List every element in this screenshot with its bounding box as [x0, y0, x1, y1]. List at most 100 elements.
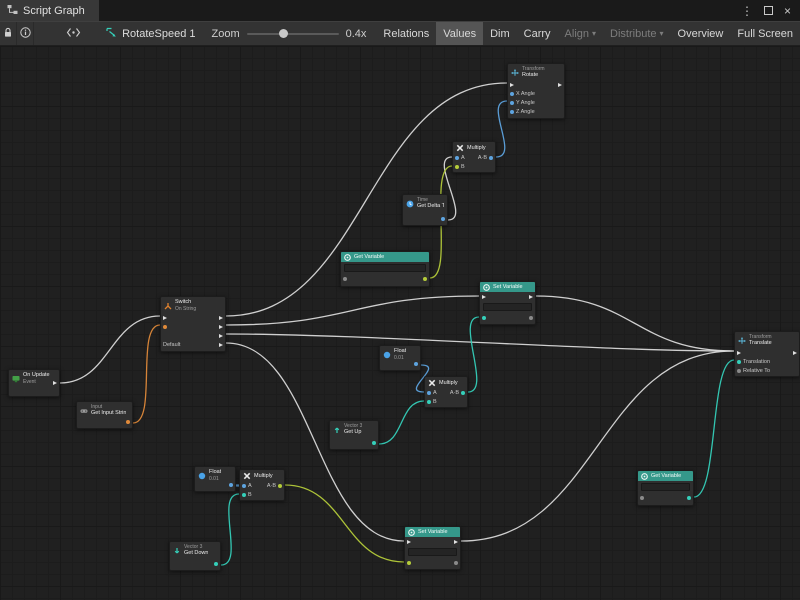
maximize-icon[interactable]	[764, 6, 773, 15]
float-1-node[interactable]: Float0.01	[379, 345, 421, 371]
flow-port[interactable]	[219, 325, 223, 329]
value-out-port[interactable]	[126, 420, 130, 424]
get-variable-2-node[interactable]: Get Variable	[637, 470, 694, 506]
value-port[interactable]	[640, 496, 644, 500]
overview-button[interactable]: Overview	[671, 22, 731, 45]
value-port[interactable]	[407, 561, 411, 565]
graph-canvas[interactable]: On UpdateEventInputGet Input Strin Switch…	[0, 46, 800, 600]
values-button[interactable]: Values	[436, 22, 483, 45]
value-port[interactable]	[423, 277, 427, 281]
wire-get-variable-2-to-translate[interactable]	[694, 360, 734, 497]
set-variable-2-node[interactable]: Set Variable	[404, 526, 461, 570]
port-group	[219, 325, 223, 329]
value-port[interactable]	[242, 484, 246, 488]
variable-name-field[interactable]	[344, 264, 426, 272]
align-button[interactable]: Align▾	[558, 22, 603, 45]
node-title: On UpdateEvent	[23, 372, 50, 385]
flow-port[interactable]	[510, 83, 514, 87]
multiply-3-node[interactable]: MultiplyAA·BB	[239, 469, 285, 501]
variable-name-field[interactable]	[641, 483, 690, 491]
window-menu-icon[interactable]: ⋮	[741, 5, 753, 17]
flow-port[interactable]	[219, 316, 223, 320]
get-up-node[interactable]: Vector 3Get Up	[329, 420, 379, 450]
flow-port[interactable]	[454, 540, 458, 544]
carry-button[interactable]: Carry	[517, 22, 558, 45]
set-variable-1-node[interactable]: Set Variable	[479, 281, 536, 325]
wire-get-up-to-multiply-2[interactable]	[379, 401, 424, 444]
get-variable-1-node[interactable]: Get Variable	[340, 251, 430, 287]
value-port[interactable]	[454, 561, 458, 565]
rotate-node[interactable]: TransformRotateX AngleY AngleZ Angle	[507, 63, 565, 119]
value-port[interactable]	[163, 325, 167, 329]
tab-script-graph[interactable]: Script Graph	[0, 0, 99, 21]
graph-reference[interactable]: RotateSpeed 1	[97, 27, 203, 41]
value-port[interactable]	[455, 156, 459, 160]
wire-multiply-1-to-rotate[interactable]	[496, 101, 507, 157]
value-port[interactable]	[737, 369, 741, 373]
node-title: InputGet Input Strin	[91, 404, 126, 417]
script-graph-icon	[7, 4, 18, 18]
variable-name-field[interactable]	[408, 548, 457, 556]
value-out-port[interactable]	[229, 483, 233, 487]
lock-button[interactable]	[0, 22, 17, 45]
wire-multiply-2-to-set-variable-1[interactable]	[468, 317, 479, 392]
value-port[interactable]	[510, 101, 514, 105]
value-port[interactable]	[427, 391, 431, 395]
close-icon[interactable]: ×	[784, 5, 791, 17]
wire-get-down-to-multiply-3[interactable]	[221, 494, 239, 565]
get-down-node[interactable]: Vector 3Get Down	[169, 541, 221, 571]
flow-port[interactable]	[793, 351, 797, 355]
flow-port[interactable]	[737, 351, 741, 355]
dim-button[interactable]: Dim	[483, 22, 517, 45]
value-port[interactable]	[737, 360, 741, 364]
flow-port[interactable]	[558, 83, 562, 87]
distribute-button[interactable]: Distribute▾	[603, 22, 670, 45]
translate-node[interactable]: TransformTranslateTranslationRelative To	[734, 331, 800, 377]
value-out-port[interactable]	[214, 562, 218, 566]
on-update-node[interactable]: On UpdateEvent	[8, 369, 60, 397]
wire-multiply-3-to-set-variable-2[interactable]	[285, 485, 404, 562]
info-button[interactable]	[17, 22, 34, 45]
graph-breadcrumb[interactable]	[58, 27, 89, 41]
switch-on-string-node[interactable]: SwitchOn StringDefault	[160, 296, 226, 352]
fullscreen-button[interactable]: Full Screen	[730, 22, 800, 45]
flow-port[interactable]	[163, 316, 167, 320]
flow-port[interactable]	[219, 334, 223, 338]
value-port[interactable]	[455, 165, 459, 169]
flow-port[interactable]	[219, 343, 223, 347]
value-port[interactable]	[278, 484, 282, 488]
zoom-slider-thumb[interactable]	[279, 29, 288, 38]
wire-input-string-to-switch[interactable]	[133, 325, 160, 423]
wire-set-variable-1-to-translate[interactable]	[536, 296, 734, 351]
multiply-2-node[interactable]: MultiplyAA·BB	[424, 376, 468, 408]
value-port[interactable]	[687, 496, 691, 500]
value-port[interactable]	[482, 316, 486, 320]
port-row: Translation	[735, 357, 799, 366]
value-port[interactable]	[510, 92, 514, 96]
multiply-1-node[interactable]: MultiplyAA·BB	[452, 141, 496, 173]
value-port[interactable]	[510, 110, 514, 114]
wire-switch-to-set-variable-1[interactable]	[226, 296, 479, 325]
value-port[interactable]	[242, 493, 246, 497]
get-input-string-node[interactable]: InputGet Input Strin	[76, 401, 133, 429]
value-out-port[interactable]	[441, 217, 445, 221]
flow-out-port[interactable]	[53, 381, 57, 385]
value-port[interactable]	[343, 277, 347, 281]
value-port[interactable]	[529, 316, 533, 320]
float-2-node[interactable]: Float0.01	[194, 466, 236, 492]
value-port[interactable]	[461, 391, 465, 395]
relations-button[interactable]: Relations	[376, 22, 436, 45]
wire-on-update-to-switch[interactable]	[60, 316, 160, 383]
value-port[interactable]	[489, 156, 493, 160]
wire-set-variable-2-to-translate[interactable]	[461, 351, 734, 541]
variable-name-field[interactable]	[483, 303, 532, 311]
flow-port[interactable]	[407, 540, 411, 544]
value-out-port[interactable]	[372, 441, 376, 445]
value-port[interactable]	[427, 400, 431, 404]
wire-switch-to-translate[interactable]	[226, 334, 734, 351]
zoom-slider[interactable]	[247, 28, 339, 40]
get-delta-time-node[interactable]: TimeGet Delta Time	[402, 194, 448, 226]
flow-port[interactable]	[529, 295, 533, 299]
flow-port[interactable]	[482, 295, 486, 299]
value-out-port[interactable]	[414, 362, 418, 366]
